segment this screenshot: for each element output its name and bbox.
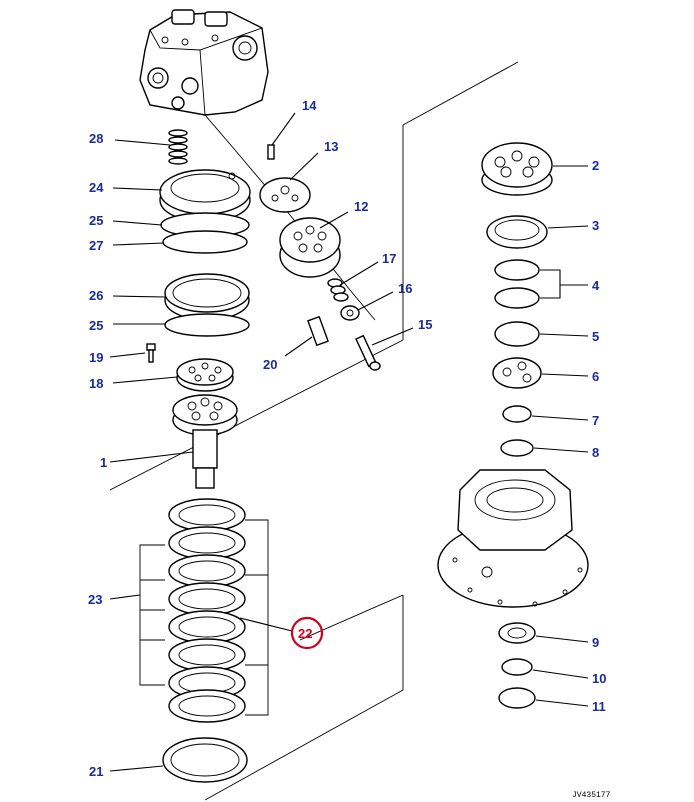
callout-18[interactable]: 18 (89, 376, 103, 391)
callout-15[interactable]: 15 (418, 317, 432, 332)
callout-26[interactable]: 26 (89, 288, 103, 303)
callout-21[interactable]: 21 (89, 764, 103, 779)
bolt-19 (146, 343, 156, 363)
document-code: JV435177 (572, 791, 611, 800)
leader-lines (109, 112, 589, 772)
bearing-2 (481, 142, 553, 196)
shim-4a (494, 259, 540, 281)
callout-13[interactable]: 13 (324, 139, 338, 154)
callout-19[interactable]: 19 (89, 350, 103, 365)
o-ring-25b (164, 313, 250, 337)
callout-10[interactable]: 10 (592, 671, 606, 686)
ring-7 (502, 405, 532, 423)
nut-16 (340, 305, 360, 321)
piston-20 (307, 315, 329, 347)
callout-1[interactable]: 1 (100, 455, 107, 470)
gear-housing (437, 469, 589, 608)
callout-6[interactable]: 6 (592, 369, 599, 384)
ring-26 (164, 273, 250, 321)
callout-5[interactable]: 5 (592, 329, 599, 344)
shaft-1 (172, 394, 238, 489)
pin-14 (267, 144, 275, 160)
seal-3 (486, 215, 548, 249)
plate-13 (259, 177, 311, 213)
brake-piston-24 (159, 169, 251, 223)
spring-17 (327, 278, 349, 302)
bearing-6 (492, 357, 542, 389)
ring-5 (494, 321, 540, 347)
snap-ring-8 (500, 439, 534, 457)
bracket-23 (139, 519, 269, 716)
ring-10 (501, 658, 533, 676)
callouts: 14 13 28 24 12 25 27 17 16 26 25 15 19 2… (88, 98, 606, 779)
snap-ring-11 (498, 687, 536, 709)
o-ring-27 (162, 230, 248, 254)
spring-28 (168, 129, 188, 165)
callout-12[interactable]: 12 (354, 199, 368, 214)
callout-24[interactable]: 24 (89, 180, 104, 195)
callout-25-upper[interactable]: 25 (89, 213, 103, 228)
callout-23[interactable]: 23 (88, 592, 102, 607)
callout-8[interactable]: 8 (592, 445, 599, 460)
callout-28[interactable]: 28 (89, 131, 103, 146)
callout-11[interactable]: 11 (592, 699, 606, 714)
callout-2[interactable]: 2 (592, 158, 599, 173)
valve-plate-18 (176, 358, 234, 392)
callout-17[interactable]: 17 (382, 251, 396, 266)
cylinder-block-12 (279, 217, 341, 278)
callout-16[interactable]: 16 (398, 281, 412, 296)
seal-9 (498, 622, 536, 644)
shim-4b (494, 287, 540, 309)
assembly-guide-lines (109, 61, 519, 801)
callout-9[interactable]: 9 (592, 635, 599, 650)
rod-15 (355, 334, 381, 371)
callout-25-lower[interactable]: 25 (89, 318, 103, 333)
ring-21 (162, 737, 248, 783)
callout-20[interactable]: 20 (263, 357, 277, 372)
motor-housing (139, 9, 269, 116)
disc-stack-22-23 (168, 498, 246, 723)
callout-3[interactable]: 3 (592, 218, 599, 233)
callout-22-highlight-ring (290, 616, 324, 650)
callout-27[interactable]: 27 (89, 238, 103, 253)
callout-22[interactable]: 22 (298, 626, 312, 641)
callout-4[interactable]: 4 (592, 278, 600, 293)
callout-7[interactable]: 7 (592, 413, 599, 428)
callout-14[interactable]: 14 (302, 98, 317, 113)
